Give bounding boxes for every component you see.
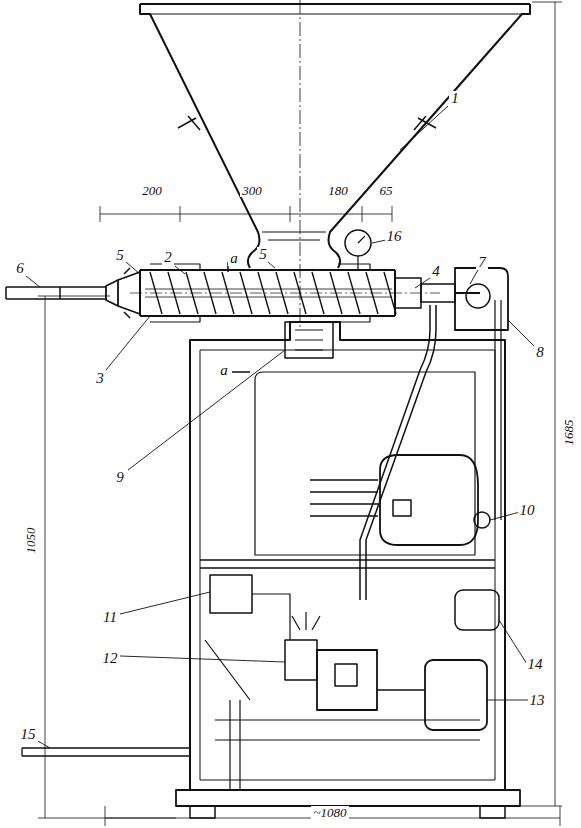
section-mark: a [228, 251, 240, 266]
section-mark: a [218, 363, 230, 378]
dimension-label: ~1080 [311, 806, 348, 819]
callout-number: 9 [114, 470, 126, 485]
callout-number: 8 [534, 345, 546, 360]
callout-number: 5 [114, 248, 126, 263]
callout-number: 4 [430, 264, 442, 279]
callout-number: 11 [101, 610, 119, 625]
callout-number: 15 [19, 727, 38, 742]
callout-number: 3 [94, 371, 106, 386]
callout-number: 5 [257, 247, 269, 262]
callout-number: 16 [385, 229, 404, 244]
callout-number: 13 [528, 693, 547, 708]
dimension-label: 300 [240, 184, 264, 197]
callout-number: 1 [449, 91, 461, 106]
dimension-label: 1050 [24, 525, 37, 555]
callout-number: 2 [162, 250, 174, 265]
callout-number: 12 [101, 651, 120, 666]
callout-number: 10 [518, 503, 537, 518]
callout-number: 7 [476, 255, 488, 270]
dimension-label: 200 [140, 184, 164, 197]
dimension-label: 180 [326, 184, 350, 197]
dimension-label: 65 [378, 184, 395, 197]
dimension-label: 1685 [562, 417, 575, 447]
callout-number: 6 [14, 261, 26, 276]
callout-number: 14 [526, 657, 545, 672]
